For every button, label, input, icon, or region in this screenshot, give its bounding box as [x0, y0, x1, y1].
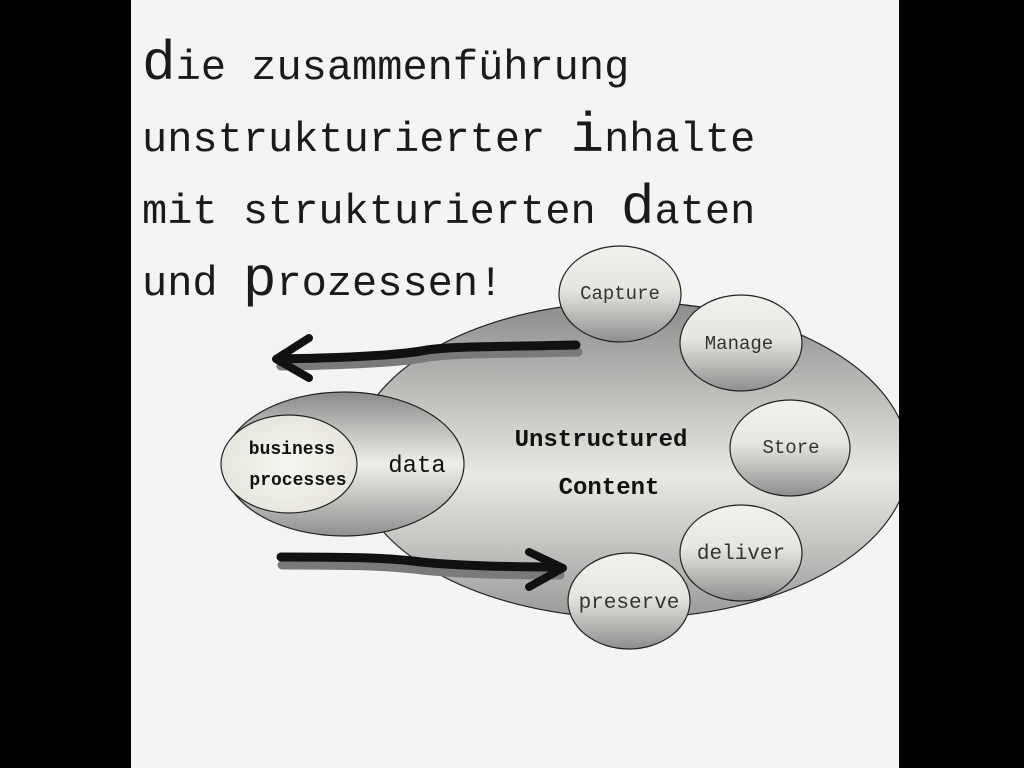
satellite-manage: Manage	[679, 294, 803, 392]
left-arrow	[272, 334, 583, 382]
business-label: business	[249, 440, 335, 460]
processes-label: processes	[249, 471, 346, 491]
svg-text:Store: Store	[762, 437, 819, 459]
data-label: data	[388, 453, 446, 480]
title-line-3: mit strukturierten daten	[142, 176, 756, 240]
satellite-deliver: deliver	[679, 504, 803, 602]
svg-text:preserve: preserve	[579, 592, 680, 615]
satellite-preserve: preserve	[567, 552, 691, 650]
svg-text:Manage: Manage	[705, 333, 773, 355]
title-line-2: unstrukturierter inhalte	[142, 104, 756, 168]
right-arrow	[276, 548, 567, 591]
business-processes-ellipse	[220, 414, 358, 514]
svg-text:deliver: deliver	[697, 543, 785, 566]
title-line-4: und prozessen!	[142, 248, 504, 312]
title-line-1: die zusammenführung	[142, 32, 630, 96]
ecm-diagram: Capture Manage Store deliver preserve Un…	[220, 245, 899, 650]
slide: die zusammenführung unstrukturierter inh…	[131, 0, 899, 768]
svg-text:Capture: Capture	[580, 283, 660, 305]
unstructured-label: Unstructured	[515, 427, 688, 454]
content-label: Content	[559, 475, 660, 502]
satellite-store: Store	[729, 399, 851, 497]
slide-title: die zusammenführung unstrukturierter inh…	[142, 30, 882, 318]
satellite-capture: Capture	[558, 245, 682, 343]
